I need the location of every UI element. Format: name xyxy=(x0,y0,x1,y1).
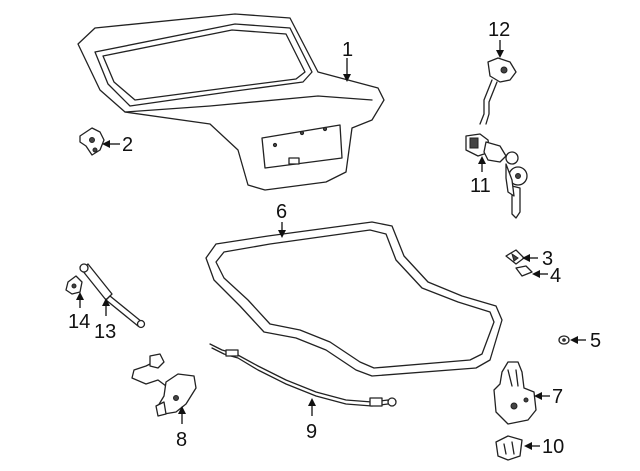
gas-strut-part xyxy=(79,263,146,329)
callout-3: 3 xyxy=(542,248,553,270)
release-cable-part xyxy=(209,343,397,407)
callout-11: 11 xyxy=(470,175,491,197)
lift-gate-part xyxy=(77,13,385,191)
callout-13: 13 xyxy=(94,321,116,343)
lock-cylinder-part xyxy=(465,133,528,219)
callout-labels: 1 2 3 4 5 6 7 8 9 10 11 12 13 14 xyxy=(68,19,601,458)
callout-1: 1 xyxy=(342,39,353,61)
latch-part xyxy=(493,361,537,425)
callout-7: 7 xyxy=(552,386,563,408)
striker-part xyxy=(495,435,523,461)
hinge-part xyxy=(79,127,105,156)
callout-6: 6 xyxy=(276,201,287,223)
callout-5: 5 xyxy=(590,330,601,352)
harness-connector-part xyxy=(479,57,517,125)
leader-lines xyxy=(76,40,586,450)
bumper-part xyxy=(558,335,570,345)
clip-part xyxy=(505,249,525,265)
callout-2: 2 xyxy=(122,134,133,156)
support-mount-part xyxy=(65,275,83,295)
callout-8: 8 xyxy=(176,429,187,451)
small-clip-part xyxy=(515,265,533,277)
weatherstrip-part xyxy=(205,221,503,377)
release-actuator-part xyxy=(131,353,197,417)
callout-4: 4 xyxy=(550,265,561,287)
callout-9: 9 xyxy=(306,421,317,443)
callout-14: 14 xyxy=(68,311,90,333)
callout-12: 12 xyxy=(488,19,510,41)
callout-10: 10 xyxy=(542,436,564,458)
